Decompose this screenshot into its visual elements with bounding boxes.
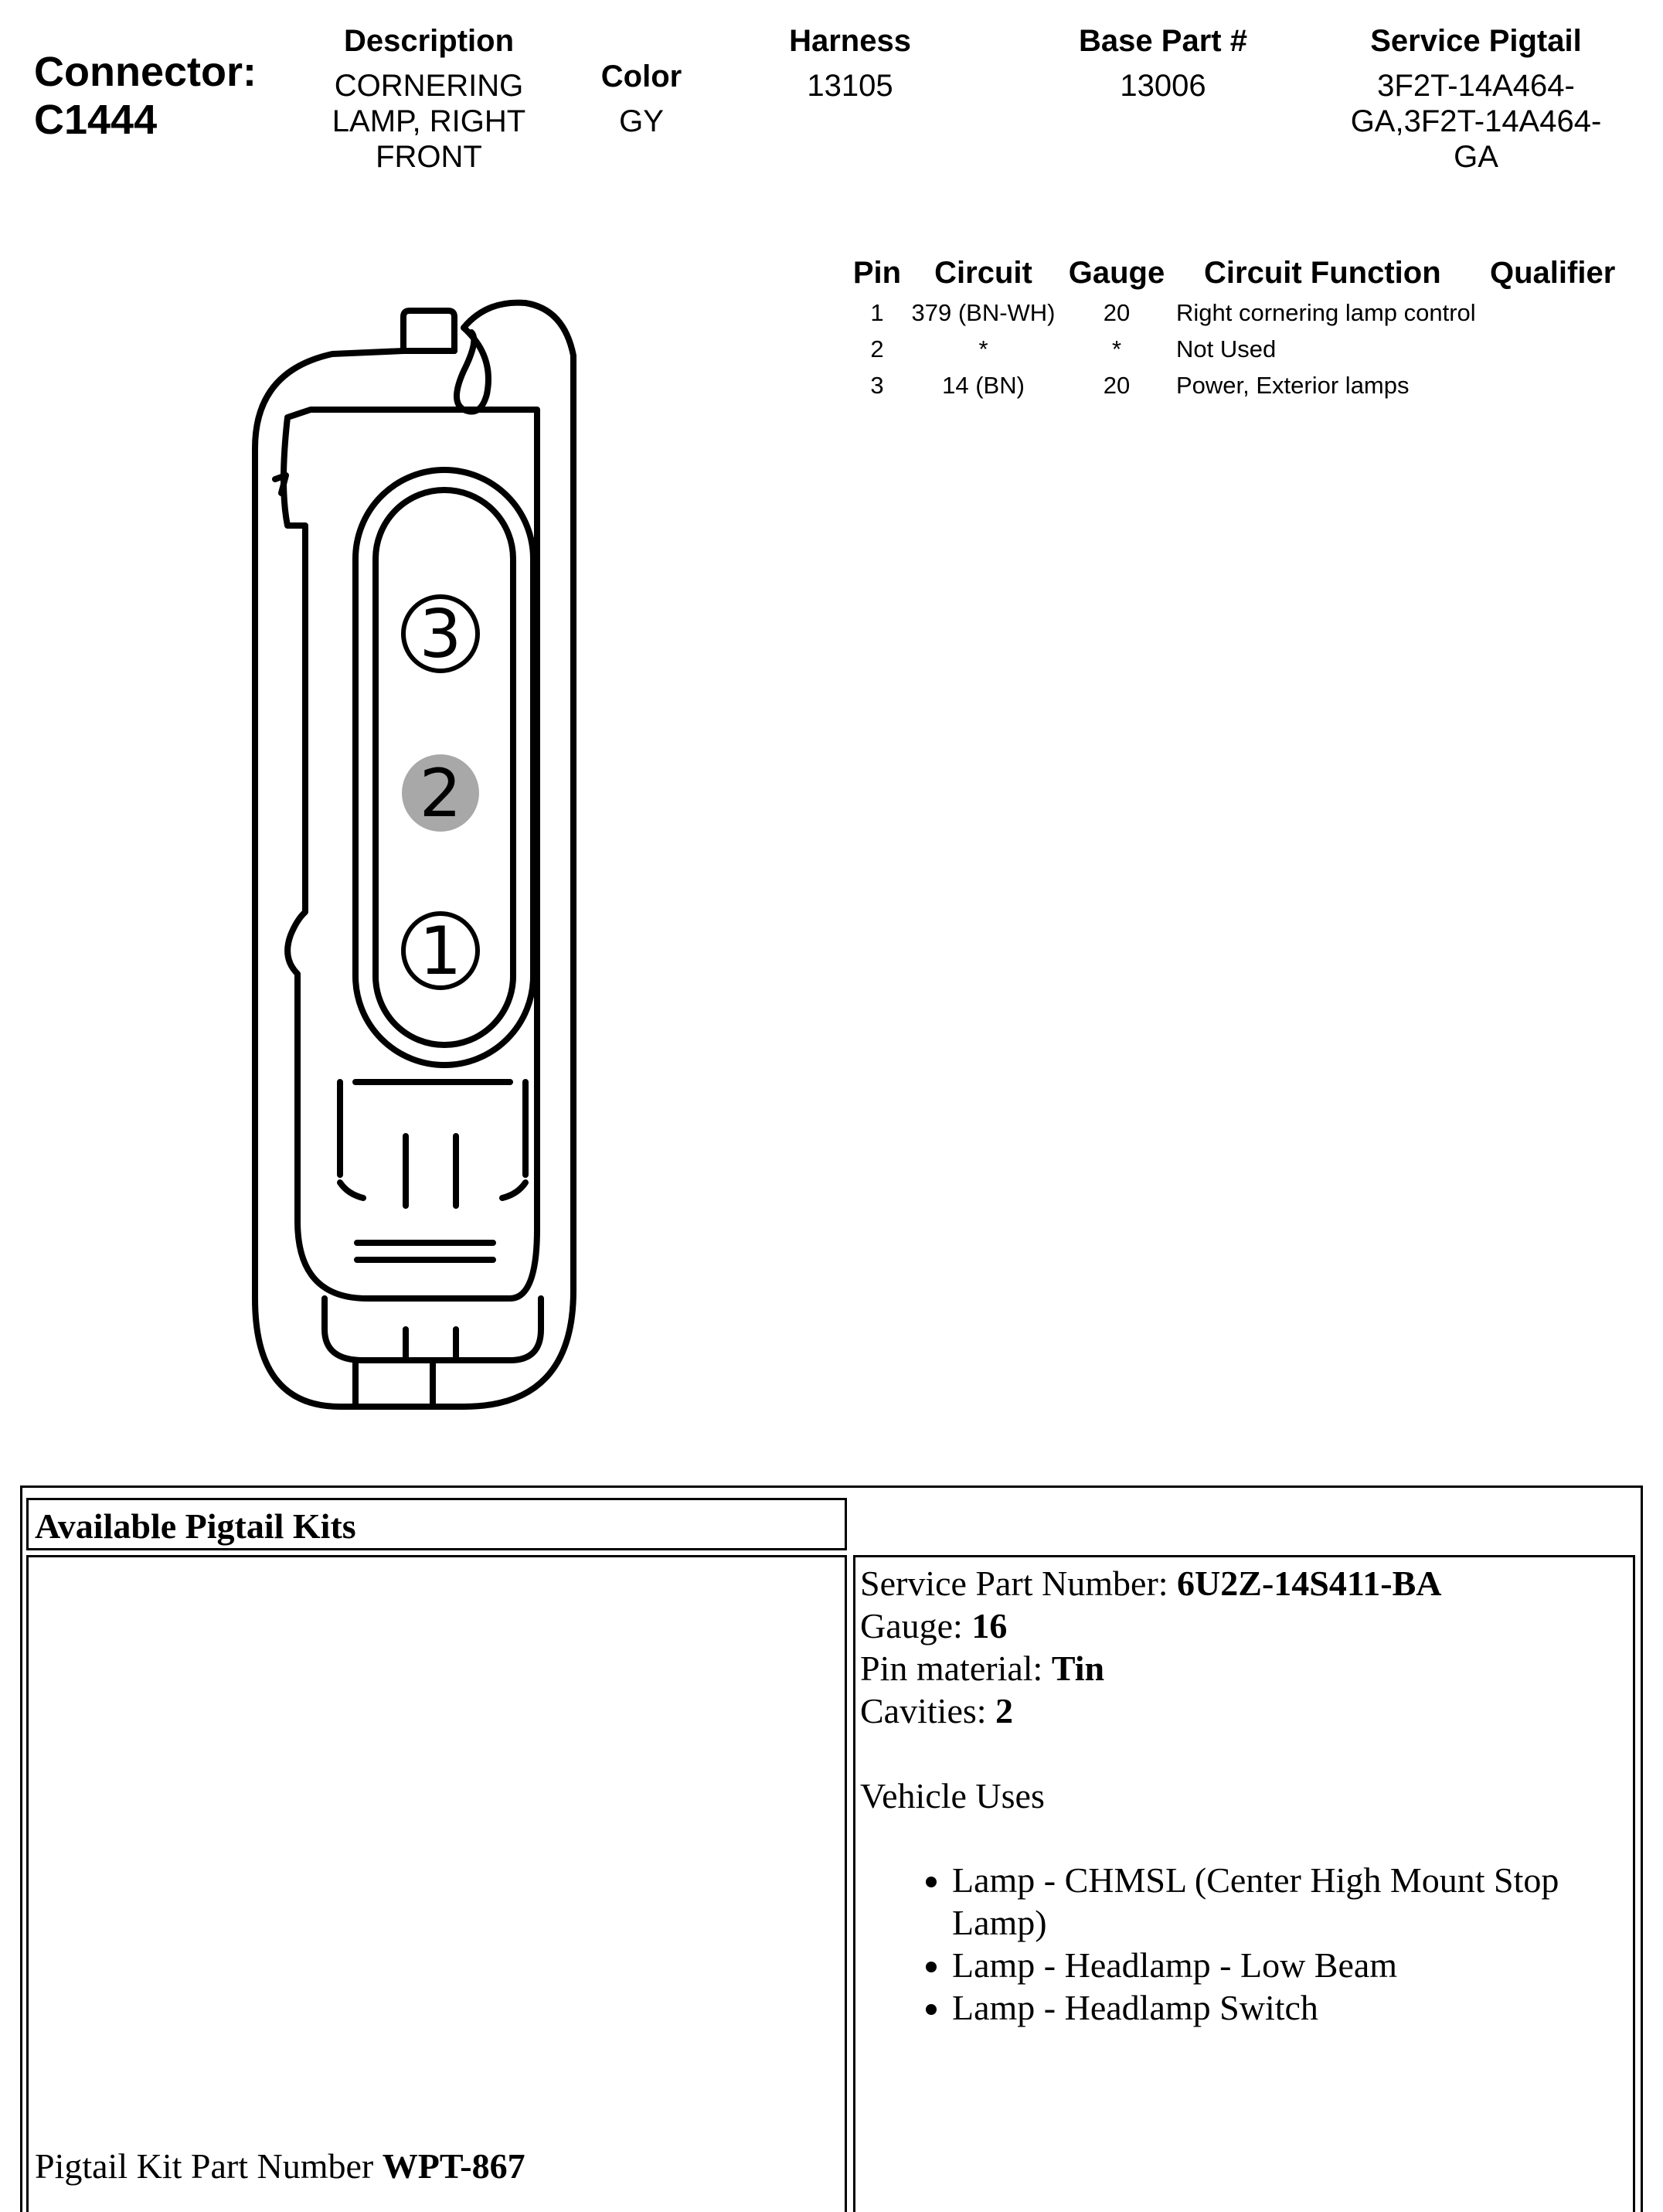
- service-part-line: Service Part Number: 6U2Z-14S411-BA: [860, 1562, 1442, 1605]
- circuit-function-col-header: Circuit Function: [1204, 256, 1441, 290]
- service-pigtail-line-2: GA,3F2T-14A464-: [1350, 104, 1602, 138]
- service-pigtail-line-1: 3F2T-14A464-: [1377, 69, 1575, 103]
- service-pigtail-label: Service Pigtail: [1370, 24, 1582, 58]
- gauge-line: Gauge: 16: [860, 1605, 1007, 1647]
- service-part-label: Service Part Number:: [860, 1564, 1178, 1603]
- cavities-line: Cavities: 2: [860, 1690, 1013, 1732]
- unused-pin-fill: [402, 754, 479, 832]
- circuit-function-value: Right cornering lamp control: [1176, 299, 1476, 326]
- outer-shell-outline: [252, 299, 576, 1410]
- connector-diagram: 3 2 1: [252, 299, 576, 1410]
- kit-part-value: WPT-867: [382, 2146, 525, 2186]
- circuit-value: 14 (BN): [942, 372, 1025, 399]
- description-line-3: FRONT: [376, 140, 482, 174]
- cavities-label: Cavities:: [860, 1691, 996, 1730]
- pin-cavity: 1: [401, 911, 480, 990]
- bottom-lock-outline: [321, 1295, 544, 1363]
- base-part-value: 13006: [1120, 69, 1206, 103]
- circuit-value: *: [978, 335, 988, 362]
- latch-bars: [354, 1240, 496, 1263]
- pin-cavity: 3: [401, 594, 480, 673]
- latch-side-lines: [337, 1079, 529, 1178]
- circuit-function-value: Not Used: [1176, 335, 1277, 362]
- gauge-col-header: Gauge: [1068, 256, 1165, 290]
- harness-value: 13105: [807, 69, 893, 103]
- pin-cavity-label: 3: [420, 596, 462, 673]
- pin-cavity-label: 2: [420, 755, 462, 832]
- bottom-inner-lines: [403, 1326, 459, 1363]
- service-part-value: 6U2Z-14S411-BA: [1177, 1564, 1442, 1603]
- inner-shell-outline: [281, 407, 540, 1302]
- gauge-label: Gauge:: [860, 1606, 972, 1645]
- circuit-col-header: Circuit: [934, 256, 1032, 290]
- color-value: GY: [619, 104, 664, 138]
- base-part-label: Base Part #: [1079, 24, 1247, 58]
- bottom-tab-lines: [352, 1357, 436, 1410]
- gauge-value: 20: [1103, 372, 1131, 399]
- pin-material-label: Pin material:: [860, 1649, 1052, 1688]
- pin-col-header: Pin: [852, 256, 902, 290]
- kit-part-label: Pigtail Kit Part Number: [35, 2146, 383, 2186]
- service-pigtail-line-3: GA: [1454, 140, 1498, 174]
- pin-cavity-label: 1: [420, 913, 462, 990]
- outer-capsule-outline: [352, 467, 536, 1068]
- description-label: Description: [343, 24, 515, 58]
- kits-title: Available Pigtail Kits: [35, 1506, 356, 1546]
- pin-cavity: 2: [402, 754, 479, 832]
- kit-part-number-line: Pigtail Kit Part Number WPT-867: [35, 2145, 525, 2187]
- top-tab-outline: [400, 308, 457, 354]
- pin-material-value: Tin: [1051, 1649, 1105, 1688]
- description-line-1: CORNERING: [334, 69, 524, 103]
- list-item: Lamp - CHMSL (Center High Mount Stop Lam…: [952, 1859, 1620, 1944]
- vehicle-uses-label: Vehicle Uses: [860, 1776, 1045, 1816]
- gauge-value: 20: [1103, 299, 1131, 326]
- kit-details-cell: Service Part Number: 6U2Z-14S411-BA Gaug…: [853, 1555, 1635, 2212]
- list-item: Lamp - Headlamp Switch: [952, 1986, 1620, 2029]
- pin-number: 2: [870, 335, 884, 362]
- pin-material-line: Pin material: Tin: [860, 1647, 1104, 1690]
- circuit-function-value: Power, Exterior lamps: [1176, 372, 1410, 399]
- color-label: Color: [600, 60, 682, 94]
- latch-hook-outline: [454, 325, 491, 415]
- connector-label: Connector:: [34, 49, 257, 95]
- left-notch-outline: [272, 472, 289, 496]
- list-item: Lamp - Headlamp - Low Beam: [952, 1944, 1620, 1986]
- pin-number: 3: [870, 372, 884, 399]
- latch-vertical-lines: [403, 1133, 459, 1209]
- pin-number: 1: [870, 299, 884, 326]
- vehicle-uses-list: Lamp - CHMSL (Center High Mount Stop Lam…: [855, 1859, 1620, 2029]
- gauge-value: *: [1111, 335, 1122, 362]
- qualifier-col-header: Qualifier: [1490, 256, 1616, 290]
- connector-id: C1444: [34, 97, 158, 143]
- circuit-value: 379 (BN-WH): [911, 299, 1056, 326]
- cavities-value: 2: [995, 1691, 1014, 1730]
- harness-label: Harness: [789, 24, 911, 58]
- kits-title-cell: Available Pigtail Kits: [26, 1498, 847, 1550]
- gauge-value: 16: [971, 1606, 1008, 1645]
- latch-curves: [337, 1179, 529, 1201]
- description-line-2: LAMP, RIGHT: [332, 104, 526, 138]
- inner-capsule-outline: [372, 487, 516, 1048]
- kits-image-cell: Pigtail Kit Part Number WPT-867: [26, 1555, 847, 2212]
- kits-outer-frame: [20, 1485, 1643, 2212]
